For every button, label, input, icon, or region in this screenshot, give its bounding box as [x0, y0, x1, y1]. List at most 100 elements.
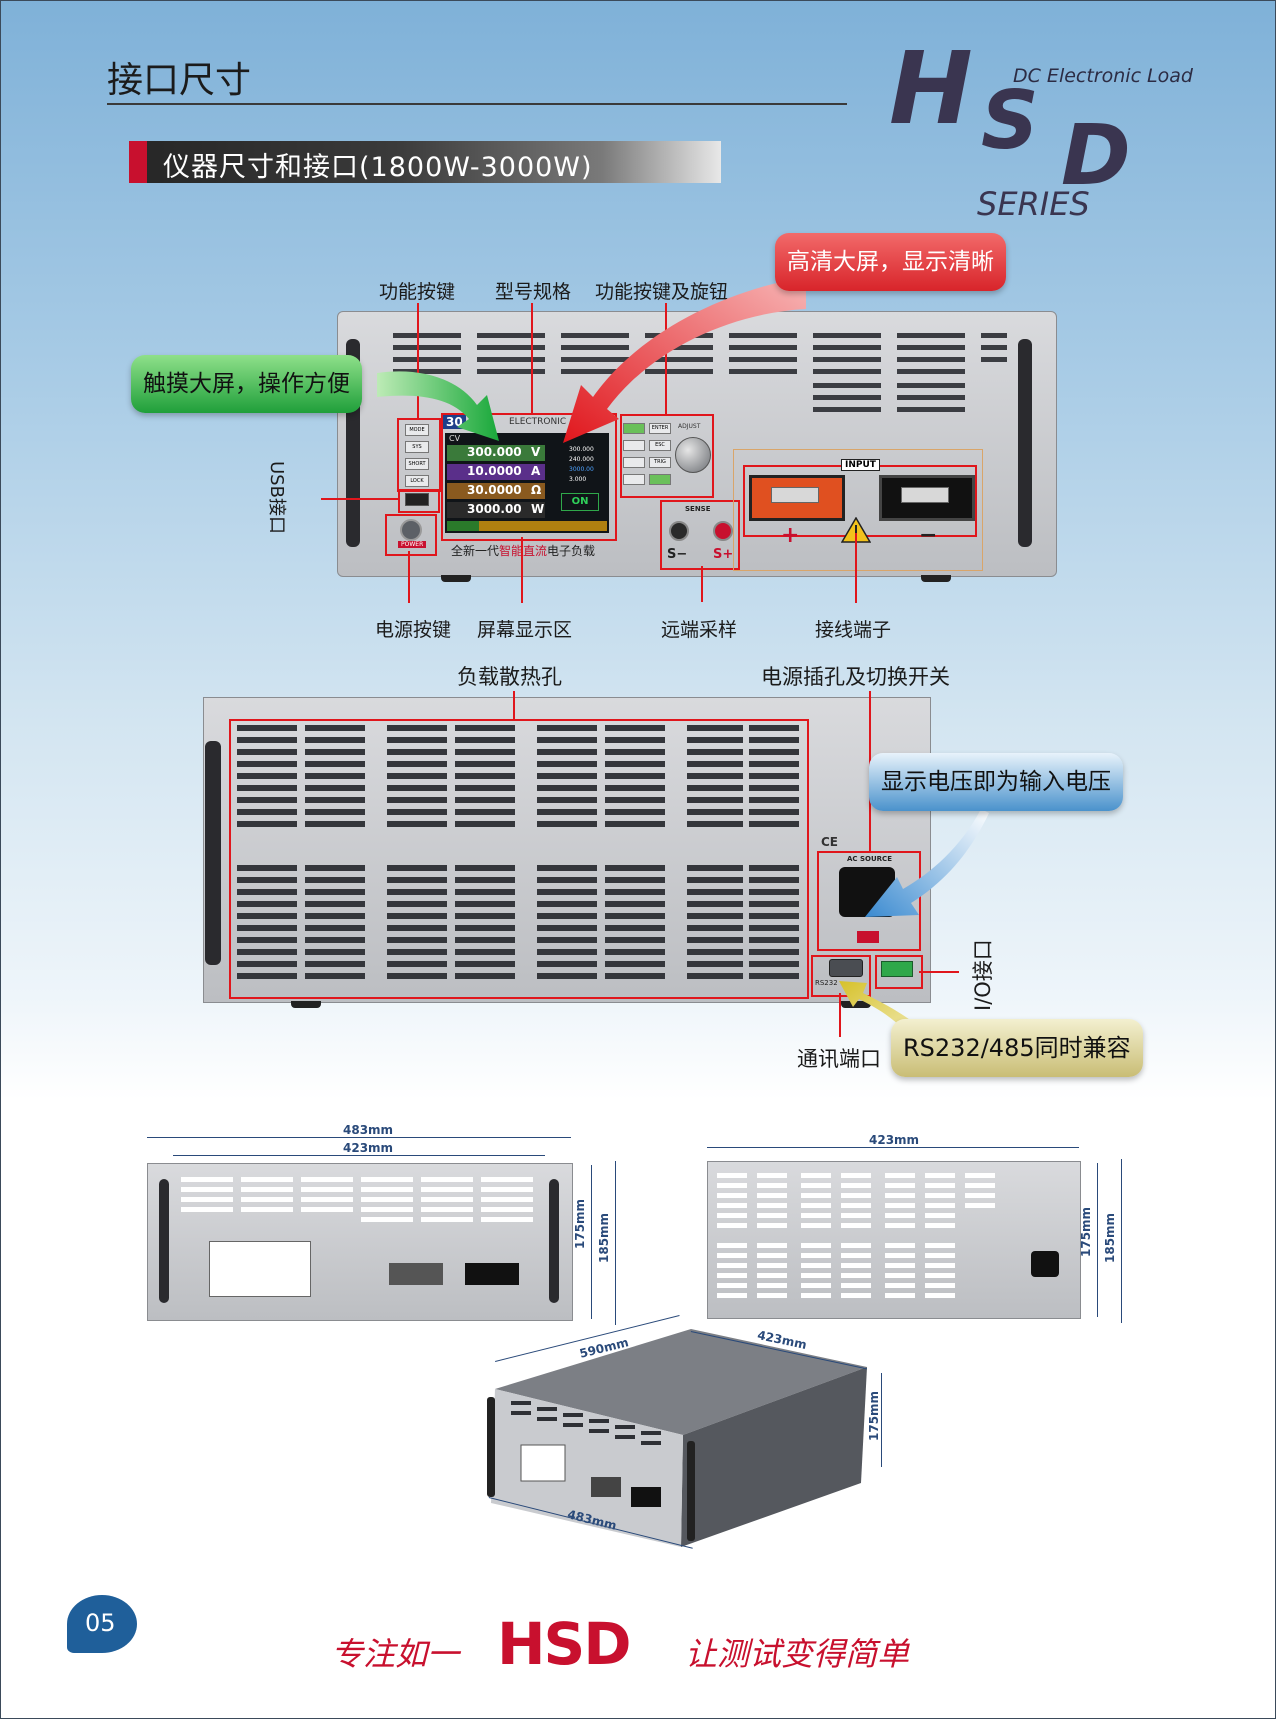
sense-minus-terminal[interactable]	[669, 521, 689, 541]
rs232-port[interactable]	[829, 959, 863, 977]
reading-volt-value: 300.000	[467, 445, 522, 459]
dim-line-iso-height	[881, 1373, 882, 1467]
lcd-screen: CV 300.000 V 10.0000 A 30.0000 Ω 3000.00…	[445, 433, 609, 533]
rs232-box	[811, 955, 871, 997]
leader-model	[531, 303, 533, 415]
reading-amp: 10.0000 A	[447, 464, 545, 480]
key-green-2[interactable]	[649, 474, 671, 485]
sense-minus-label: S−	[667, 547, 688, 562]
reading-volt-unit: V	[531, 445, 541, 459]
side-value-3: 3000.00	[569, 466, 594, 473]
front-caption: 全新一代智能直流电子负载	[451, 542, 595, 559]
dim-front-423: 423mm	[343, 1141, 394, 1155]
status-on: ON	[561, 493, 599, 511]
side-value-1: 300.000	[569, 446, 594, 453]
dim-front-screen	[209, 1241, 311, 1297]
sense-label: SENSE	[685, 505, 711, 513]
reading-amp-unit: A	[531, 464, 541, 478]
key-r3[interactable]	[623, 457, 645, 468]
page-number: 05	[85, 1609, 116, 1637]
leader-usb	[321, 498, 399, 500]
ac-source-label: AC SOURCE	[847, 855, 892, 863]
label-func-knob: 功能按键及旋钮	[595, 281, 729, 303]
key-mode[interactable]: MODE	[405, 424, 429, 436]
key-green-1[interactable]	[623, 423, 645, 434]
label-model: 型号规格	[495, 281, 572, 303]
power-box	[385, 514, 437, 556]
bubble-touch: 触摸大屏，操作方便	[131, 355, 362, 413]
side-value-2: 240.000	[569, 456, 594, 463]
func-keys-box	[397, 418, 441, 492]
adjust-knob[interactable]	[675, 437, 711, 473]
key-lock[interactable]: LOCK	[405, 475, 429, 487]
slogan-right: 让测试变得简单	[685, 1635, 910, 1673]
section-marker	[129, 141, 147, 183]
reading-amp-value: 10.0000	[467, 464, 522, 478]
io-connector[interactable]	[881, 961, 913, 977]
leader-vent	[513, 691, 515, 719]
label-screen: 屏幕显示区	[477, 619, 573, 641]
vent-box	[229, 719, 809, 999]
section-title: 仪器尺寸和接口(1800W-3000W)	[163, 152, 593, 183]
dim-line-175	[591, 1165, 592, 1319]
label-func-keys: 功能按键	[379, 281, 456, 303]
positive-bar	[771, 487, 819, 503]
dim-front-input-pos	[389, 1263, 443, 1285]
slogan-left: 专注如一	[331, 1635, 460, 1673]
ac-box	[817, 851, 921, 951]
dim-line-rear-185	[1121, 1159, 1122, 1323]
key-r4[interactable]	[623, 474, 645, 485]
label-io: I/O接口	[971, 939, 995, 1011]
rear-foot-right	[841, 1001, 871, 1008]
rear-foot-left	[291, 1001, 321, 1008]
usb-port[interactable]	[405, 493, 429, 506]
key-short[interactable]: SHORT	[405, 458, 429, 470]
dim-front-handle-r	[549, 1179, 559, 1303]
dim-line-rear-175	[1097, 1163, 1098, 1317]
key-esc[interactable]: ESC	[649, 440, 671, 451]
leader-io	[919, 971, 959, 973]
leader-func-keys	[417, 303, 419, 419]
sense-box	[660, 500, 740, 570]
bubble-screen: 高清大屏，显示清晰	[775, 233, 1006, 291]
side-value-4: 3.000	[569, 476, 587, 483]
logo-letter-d: D	[1061, 106, 1131, 204]
dim-front-input-neg	[465, 1263, 519, 1285]
dim-rear-423: 423mm	[869, 1133, 920, 1147]
right-handle	[1018, 339, 1032, 547]
dim-line-483	[147, 1137, 571, 1138]
page-number-badge	[67, 1595, 137, 1653]
reading-ohm-value: 30.0000	[467, 483, 522, 497]
voltage-switch[interactable]	[857, 931, 879, 943]
right-keypad	[623, 423, 645, 485]
key-enter[interactable]: ENTER	[649, 423, 671, 434]
logo-letter-h: H	[889, 30, 973, 147]
key-trig[interactable]: TRIG	[649, 457, 671, 468]
label-vent: 负载散热孔	[457, 665, 562, 689]
key-sys[interactable]: SYS	[405, 441, 429, 453]
dim-front-175: 175mm	[573, 1198, 587, 1249]
dim-front-vents	[181, 1177, 533, 1222]
negative-terminal[interactable]	[879, 475, 975, 521]
reading-volt: 300.000 V	[447, 445, 545, 461]
logo-letter-s: S	[981, 74, 1039, 167]
dim-iso-175: 175mm	[867, 1390, 881, 1441]
reading-ohm: 30.0000 Ω	[447, 483, 545, 499]
mode-text: CV	[449, 434, 461, 443]
power-button[interactable]	[400, 519, 422, 541]
reading-watt-unit: W	[531, 502, 545, 516]
label-power: 电源按键	[375, 619, 452, 641]
dim-rear-ac	[1031, 1251, 1059, 1277]
minus-sign: −	[919, 523, 938, 548]
sense-plus-terminal[interactable]	[713, 521, 733, 541]
power-label: POWER	[398, 541, 427, 548]
key-r2[interactable]	[623, 440, 645, 451]
screen-box	[441, 413, 617, 541]
red-arrow	[563, 277, 806, 443]
brand-text: ELECTRONIC	[509, 417, 567, 427]
leader-power	[408, 551, 410, 603]
dim-line-185	[615, 1161, 616, 1325]
reading-watt: 3000.00 W	[447, 502, 545, 518]
dim-front-483: 483mm	[343, 1123, 394, 1137]
